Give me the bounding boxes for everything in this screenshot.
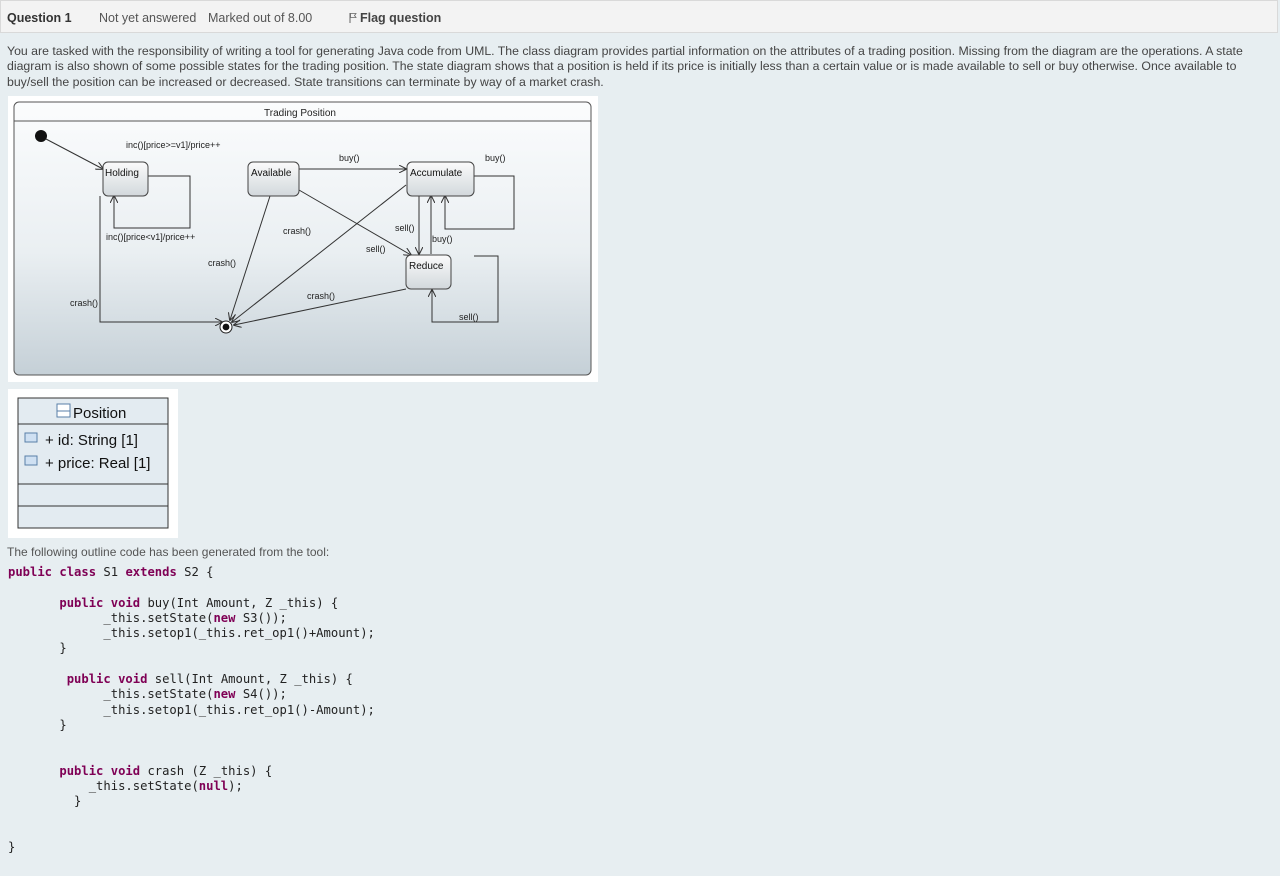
class-name: Position: [73, 405, 126, 422]
flag-question-label: Flag question: [360, 11, 442, 25]
state-accumulate: [406, 161, 475, 197]
svg-text:Accumulate: Accumulate: [410, 168, 463, 179]
outline-code-label: The following outline code has been gene…: [7, 545, 330, 559]
question-grade: Marked out of 8.00: [208, 11, 313, 25]
svg-text:Holding: Holding: [105, 168, 139, 179]
svg-text:crash(): crash(): [70, 298, 98, 308]
svg-text:Reduce: Reduce: [409, 261, 444, 272]
state-diagram-image: Trading Position inc()[price>=v1]/price+…: [8, 96, 598, 382]
state-available: [247, 161, 300, 197]
state-reduce: [405, 254, 452, 290]
svg-text:crash(): crash(): [283, 226, 311, 236]
svg-text:Available: Available: [251, 168, 292, 179]
class-diagram-image: Position + id: String [1] + price: Real …: [8, 389, 178, 538]
question-number: Question 1: [7, 11, 72, 25]
svg-text:sell(): sell(): [395, 223, 415, 233]
generated-code: public class S1 extends S2 { public void…: [8, 565, 375, 855]
svg-text:crash(): crash(): [307, 291, 335, 301]
question-prompt: You are tasked with the responsibility o…: [7, 44, 1243, 89]
svg-text:buy(): buy(): [485, 153, 506, 163]
state-holding: [102, 161, 149, 197]
flag-icon: [349, 13, 357, 23]
class-attribute-id: + id: String [1]: [45, 432, 138, 449]
svg-text:inc()[price<v1]/price++: inc()[price<v1]/price++: [106, 232, 195, 242]
svg-text:buy(): buy(): [432, 234, 453, 244]
class-attribute-price: + price: Real [1]: [45, 455, 150, 472]
state-machine-frame: [13, 101, 592, 376]
initial-node: [35, 130, 47, 142]
question-state: Not yet answered: [99, 11, 197, 25]
question-info-bar: Question 1 Not yet answered Marked out o…: [0, 0, 1278, 33]
flag-question-button[interactable]: Flag question: [349, 11, 441, 25]
svg-text:sell(): sell(): [459, 312, 479, 322]
attribute-icon: [24, 455, 38, 466]
state-machine-title: Trading Position: [264, 108, 336, 119]
svg-text:buy(): buy(): [339, 153, 360, 163]
svg-text:crash(): crash(): [208, 258, 236, 268]
attribute-icon: [24, 432, 38, 443]
svg-text:sell(): sell(): [366, 244, 386, 254]
svg-text:inc()[price>=v1]/price++: inc()[price>=v1]/price++: [126, 140, 221, 150]
